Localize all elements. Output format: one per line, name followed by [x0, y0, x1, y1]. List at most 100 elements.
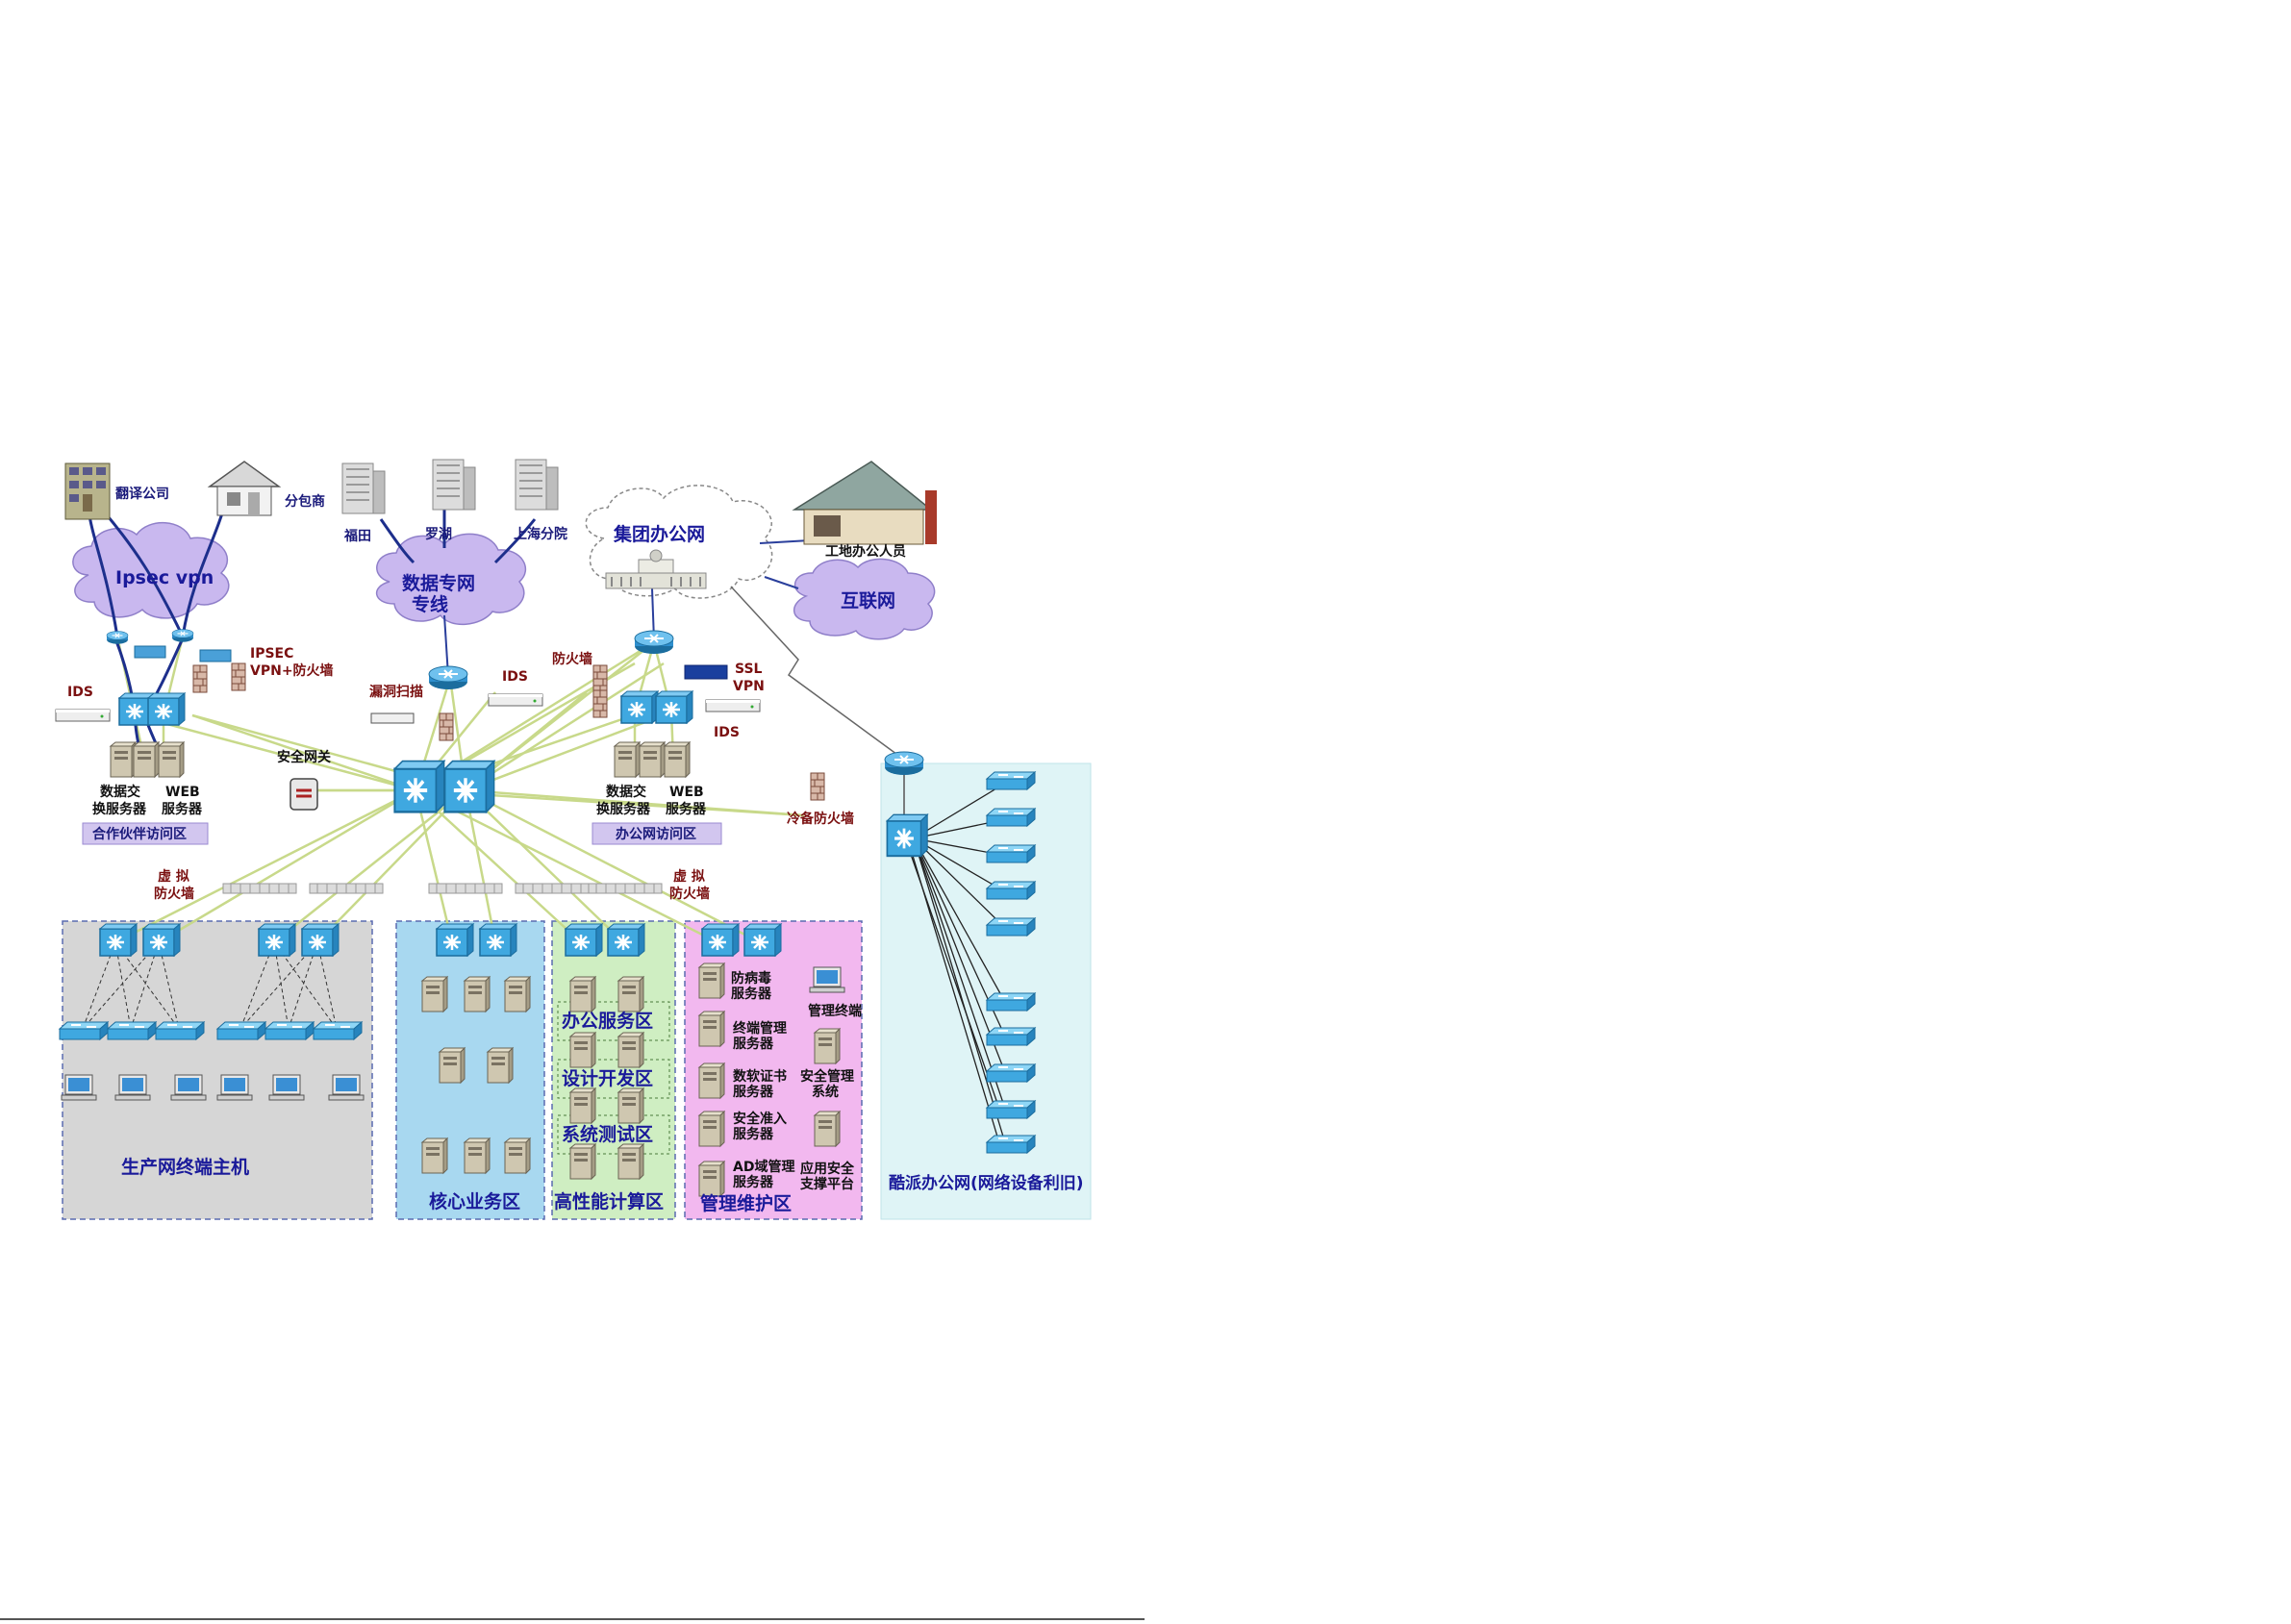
office-dmz-switch-1-icon [619, 689, 660, 725]
cold-standby-fw-label: 冷备防火墙 [787, 811, 854, 827]
vuln-scan-firewall-icon [439, 712, 454, 741]
luohu-label: 罗湖 [425, 527, 452, 542]
app-security-label-2: 支撑平台 [799, 1176, 854, 1192]
subcontractor-label: 分包商 [285, 493, 325, 510]
translation-company-label: 翻译公司 [115, 486, 169, 502]
ssl-vpn-label-1: SSL [735, 662, 763, 677]
vuln-scan-label: 漏洞扫描 [369, 684, 423, 700]
luohu-building [432, 459, 476, 511]
partner-data-exchange-label-2: 换服务器 [92, 801, 147, 817]
management-zone-label: 管理维护区 [700, 1192, 792, 1214]
kupai-core-switch-icon [885, 812, 929, 858]
core-business-zone [395, 920, 545, 1220]
production-zone-label: 生产网终端主机 [121, 1156, 249, 1178]
digital-cert-label-1: 数软证书 [733, 1068, 787, 1085]
antivirus-label-2: 服务器 [731, 986, 772, 1002]
ids-center-icon [488, 693, 543, 707]
data-private-line-cloud [376, 533, 527, 626]
office-data-exchange-label-1: 数据交 [606, 784, 646, 800]
office-access-zone-label: 办公网访问区 [616, 826, 696, 842]
terminal-mgmt-label-2: 服务器 [733, 1036, 774, 1052]
office-web-label-2: 服务器 [666, 801, 707, 817]
ipsec-vpn-appliance-2 [199, 649, 232, 662]
shanghai-branch-building [515, 459, 559, 511]
data-private-line-label-1: 数据专网 [402, 572, 475, 594]
internet-cloud [793, 558, 936, 640]
ad-domain-label-1: AD域管理 [733, 1159, 794, 1175]
partner-servers [110, 741, 185, 778]
partner-access-zone-label: 合作伙伴访问区 [92, 826, 187, 842]
futian-label: 福田 [343, 528, 371, 544]
ssl-vpn-label-2: VPN [733, 679, 765, 694]
group-office-router-icon [634, 630, 674, 655]
shanghai-branch-label: 上海分院 [514, 526, 567, 542]
virtual-fw-left-label-1: 虚 拟 [158, 868, 189, 885]
app-security-label-1: 应用安全 [800, 1161, 855, 1177]
ids-right-label: IDS [714, 725, 740, 740]
partner-dmz-switch-2-icon [146, 691, 187, 727]
security-gateway-label: 安全网关 [277, 749, 331, 765]
mgmt-terminal-label: 管理终端 [808, 1003, 862, 1019]
mgmt-terminal-icon [809, 966, 845, 993]
office-web-label-1: WEB [669, 785, 704, 800]
ssl-vpn-appliance [684, 664, 728, 680]
security-access-label-2: 服务器 [733, 1126, 774, 1142]
office-access-zone-tag [592, 822, 722, 845]
group-office-building-icon [605, 549, 707, 589]
virtual-firewall-row [222, 883, 663, 894]
office-dmz-switch-2-icon [654, 689, 694, 725]
antivirus-label-1: 防病毒 [731, 970, 771, 987]
subcontractor-house [207, 461, 282, 516]
futian-building [341, 462, 386, 514]
partner-router-1-icon [106, 630, 129, 645]
ids-left-icon [55, 709, 111, 722]
data-line-router-icon [428, 665, 468, 690]
hpc-design-dev-label: 设计开发区 [562, 1067, 653, 1089]
security-mgmt-label-2: 系统 [812, 1084, 839, 1100]
partner-data-exchange-label-1: 数据交 [100, 784, 140, 800]
site-office-staff-label: 工地办公人员 [825, 543, 906, 560]
ids-left-label: IDS [67, 685, 93, 700]
digital-cert-label-2: 服务器 [733, 1084, 774, 1100]
production-zone [62, 920, 373, 1220]
translation-company-building [64, 462, 111, 520]
group-office-cloud [585, 485, 773, 599]
ids-center-label: IDS [502, 669, 528, 685]
ipsec-vpn-cloud [72, 521, 230, 619]
security-access-label-1: 安全准入 [733, 1111, 787, 1127]
group-office-label: 集团办公网 [613, 523, 705, 545]
partner-web-label-1: WEB [165, 785, 200, 800]
core-business-zone-label: 核心业务区 [429, 1190, 520, 1212]
hpc-office-service-label: 办公服务区 [562, 1010, 653, 1032]
internet-label: 互联网 [841, 590, 895, 612]
vuln-scan-appliance [370, 712, 415, 724]
ipsec-firewall-icon-2 [231, 662, 246, 691]
site-office-house [792, 461, 937, 545]
kupai-router-icon [884, 751, 924, 776]
ids-right-icon [705, 699, 761, 712]
core-switch-2-icon [444, 762, 493, 812]
office-data-exchange-label-2: 换服务器 [596, 801, 651, 817]
partner-access-zone-tag [82, 822, 209, 845]
core-switch-1-icon [394, 762, 443, 812]
office-firewall-icon-2 [592, 689, 608, 718]
office-servers [614, 741, 691, 778]
security-mgmt-label-1: 安全管理 [800, 1068, 854, 1085]
security-gateway-icon [290, 778, 318, 811]
office-firewall-icon-1 [592, 664, 608, 693]
partner-web-label-2: 服务器 [162, 801, 203, 817]
ipsec-label-1: IPSEC [250, 646, 293, 662]
ad-domain-label-2: 服务器 [733, 1174, 774, 1190]
hpc-system-test-label: 系统测试区 [562, 1123, 653, 1145]
terminal-mgmt-label-1: 终端管理 [733, 1020, 787, 1037]
partner-router-2-icon [171, 628, 194, 643]
ipsec-label-2: VPN+防火墙 [250, 662, 334, 679]
ipsec-firewall-icon-1 [192, 664, 208, 693]
virtual-fw-right-label-2: 防火墙 [669, 886, 710, 902]
ipsec-vpn-appliance-1 [134, 645, 166, 659]
virtual-fw-right-label-1: 虚 拟 [673, 868, 705, 885]
cold-standby-firewall-icon [810, 772, 825, 801]
ipsec-vpn-label: Ipsec vpn [115, 567, 214, 588]
